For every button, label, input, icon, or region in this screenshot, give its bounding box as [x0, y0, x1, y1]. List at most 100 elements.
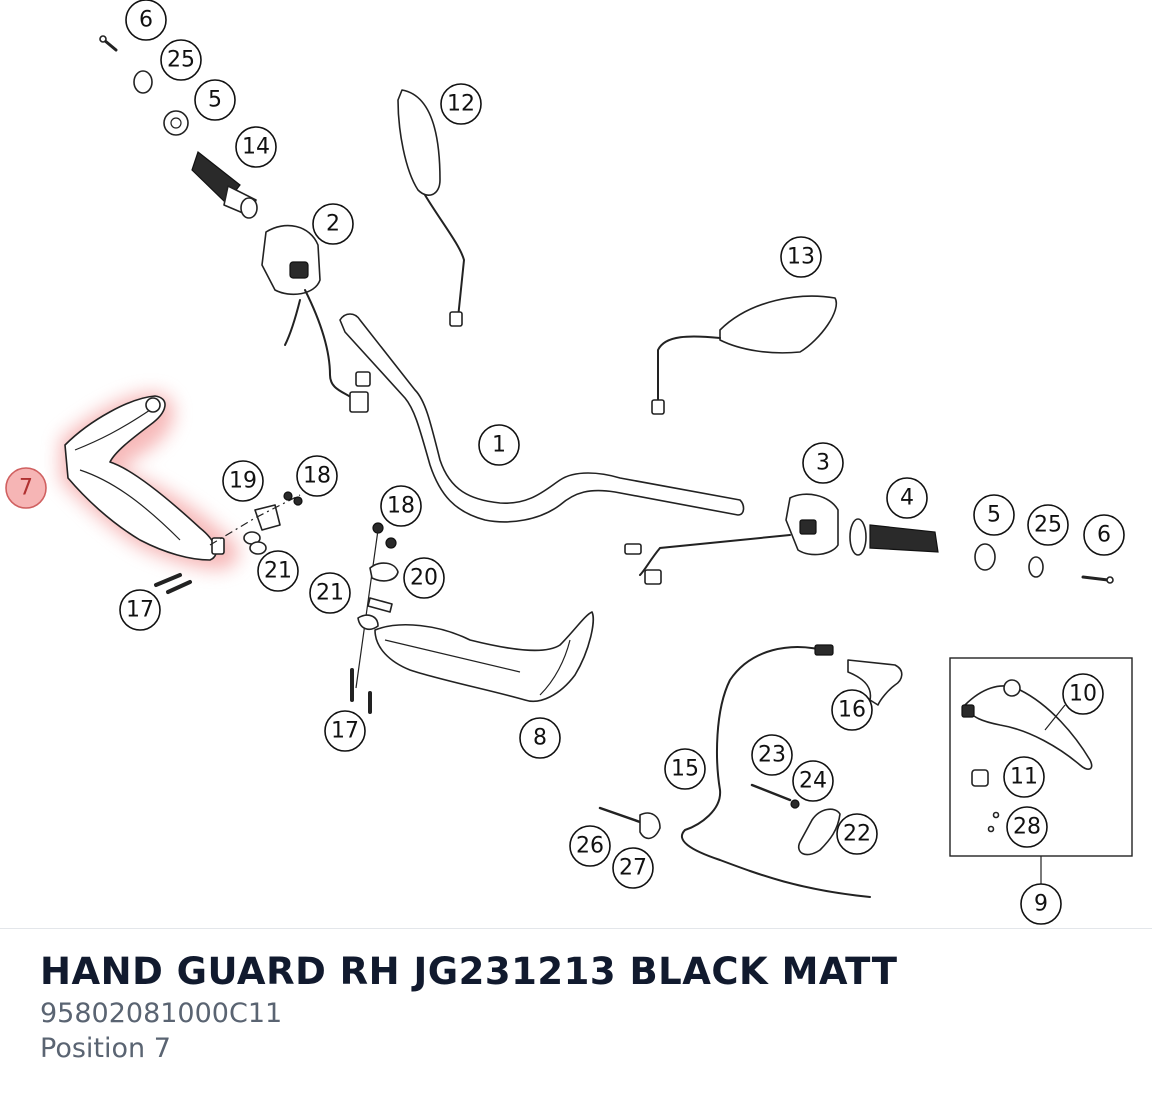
bolt-17b[interactable]	[350, 668, 372, 714]
svg-text:25: 25	[1034, 513, 1062, 538]
svg-text:27: 27	[619, 856, 647, 881]
callout-13[interactable]: 13	[780, 236, 822, 278]
bushing-5b[interactable]	[974, 543, 996, 571]
svg-text:1: 1	[492, 433, 506, 458]
callout-17a[interactable]: 17	[119, 589, 161, 631]
exploded-parts-diagram: 6 25 5 14 2 12 13 1 7 19 18 18 21 20 21 …	[5, 0, 1133, 925]
svg-text:23: 23	[758, 743, 786, 768]
switch-right-3[interactable]	[624, 493, 839, 585]
callout-11[interactable]: 11	[1003, 756, 1045, 798]
bolt-26[interactable]	[598, 806, 642, 824]
callout-21b[interactable]: 21	[309, 572, 351, 614]
svg-text:12: 12	[447, 92, 475, 117]
grip-14[interactable]	[191, 151, 258, 219]
fitting-27[interactable]	[639, 812, 661, 840]
svg-text:14: 14	[242, 135, 270, 160]
svg-text:28: 28	[1013, 815, 1041, 840]
callout-23[interactable]: 23	[751, 734, 793, 776]
callout-25a[interactable]: 25	[160, 39, 202, 81]
svg-text:22: 22	[843, 822, 871, 847]
leader-lines	[1044, 704, 1066, 731]
bushing-5a[interactable]	[163, 110, 189, 136]
callout-9[interactable]: 9	[1020, 883, 1062, 925]
svg-text:7: 7	[19, 476, 33, 501]
svg-text:11: 11	[1010, 765, 1038, 790]
callout-17b[interactable]: 17	[324, 710, 366, 752]
svg-text:21: 21	[316, 581, 344, 606]
svg-text:19: 19	[229, 469, 257, 494]
callout-6b[interactable]: 6	[1083, 514, 1125, 556]
bracket-22[interactable]	[798, 808, 841, 856]
hand-guard-8[interactable]	[374, 611, 594, 702]
washer-25a[interactable]	[133, 70, 153, 94]
mirror-right-13[interactable]	[651, 295, 838, 415]
svg-text:26: 26	[576, 834, 604, 859]
callout-2[interactable]: 2	[312, 203, 354, 245]
callout-5b[interactable]: 5	[973, 494, 1015, 536]
svg-text:3: 3	[816, 451, 830, 476]
washer-25b[interactable]	[1028, 556, 1044, 578]
callout-4[interactable]: 4	[886, 477, 928, 519]
svg-text:16: 16	[838, 698, 866, 723]
callout-10[interactable]: 10	[1062, 673, 1104, 715]
nut-18a[interactable]	[283, 491, 303, 506]
svg-text:13: 13	[787, 245, 815, 270]
callout-25b[interactable]: 25	[1027, 504, 1069, 546]
spacer-21a[interactable]	[243, 531, 267, 555]
svg-text:5: 5	[987, 503, 1001, 528]
mirror-left-12[interactable]	[397, 89, 466, 327]
callout-18b[interactable]: 18	[380, 485, 422, 527]
callout-28[interactable]: 28	[1006, 806, 1048, 848]
callout-8[interactable]: 8	[519, 717, 561, 759]
svg-text:5: 5	[208, 88, 222, 113]
spacer-21b[interactable]	[357, 597, 393, 631]
screw-23[interactable]	[750, 783, 792, 802]
svg-text:17: 17	[126, 598, 154, 623]
nut-24[interactable]	[790, 799, 800, 809]
callout-16[interactable]: 16	[831, 689, 873, 731]
callout-22[interactable]: 22	[836, 813, 878, 855]
clutch-adjuster-16[interactable]	[847, 659, 903, 706]
svg-text:4: 4	[900, 486, 914, 511]
hand-guard-7[interactable]	[64, 395, 225, 561]
svg-text:18: 18	[303, 464, 331, 489]
callout-3[interactable]: 3	[802, 442, 844, 484]
callout-6a[interactable]: 6	[125, 0, 167, 41]
nut-18b[interactable]	[355, 522, 397, 689]
svg-text:8: 8	[533, 726, 547, 751]
svg-text:6: 6	[1097, 523, 1111, 548]
svg-text:10: 10	[1069, 682, 1097, 707]
svg-text:24: 24	[799, 769, 827, 794]
screw-6b[interactable]	[1081, 575, 1114, 584]
clip-20[interactable]	[369, 562, 399, 582]
svg-text:2: 2	[326, 212, 340, 237]
callout-18a[interactable]: 18	[296, 455, 338, 497]
bolt-17a[interactable]	[154, 573, 192, 594]
switch-left-2[interactable]	[261, 224, 371, 413]
callout-14[interactable]: 14	[235, 126, 277, 168]
svg-text:18: 18	[387, 494, 415, 519]
part-position: Position 7	[40, 1033, 171, 1064]
handlebar-1[interactable]	[339, 313, 745, 523]
throttle-grip-4[interactable]	[849, 518, 939, 556]
svg-text:20: 20	[410, 566, 438, 591]
callout-27[interactable]: 27	[612, 847, 654, 889]
part-title: HAND GUARD RH JG231213 BLACK MATT	[40, 950, 898, 993]
callout-24[interactable]: 24	[792, 760, 834, 802]
callout-1[interactable]: 1	[478, 424, 520, 466]
callout-26[interactable]: 26	[569, 825, 611, 867]
divider	[0, 928, 1152, 929]
clutch-cable-15[interactable]	[681, 644, 871, 898]
callout-19[interactable]: 19	[222, 460, 264, 502]
screw-6a[interactable]	[99, 35, 118, 52]
clamp-19[interactable]	[209, 494, 301, 546]
callout-20[interactable]: 20	[403, 557, 445, 599]
callout-7[interactable]: 7	[5, 467, 47, 509]
svg-text:25: 25	[167, 48, 195, 73]
svg-text:17: 17	[331, 719, 359, 744]
callout-12[interactable]: 12	[440, 83, 482, 125]
callout-15[interactable]: 15	[664, 748, 706, 790]
callout-21a[interactable]: 21	[257, 550, 299, 592]
callout-5a[interactable]: 5	[194, 79, 236, 121]
svg-text:6: 6	[139, 8, 153, 33]
